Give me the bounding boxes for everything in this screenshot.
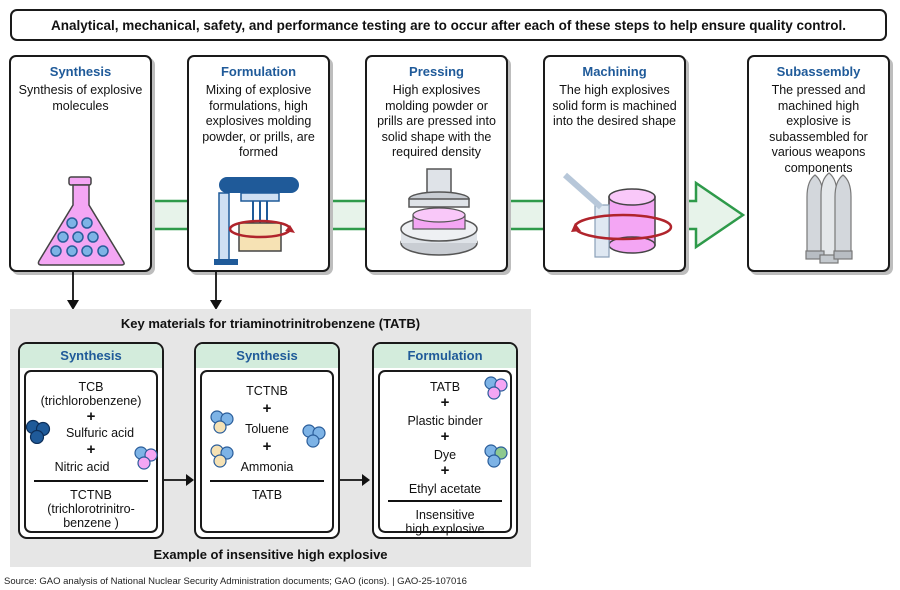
warheads-icon [805,172,853,264]
plus-sign: + [86,441,96,458]
step-description: High explosives molding powder or prills… [377,83,496,159]
plus-sign: + [262,400,272,417]
ingredient-dye: Dye [433,448,457,462]
tatb-card-formulation: Formulation TATB + Plastic binder + Dye … [372,342,518,539]
card-title: Formulation [374,344,516,368]
product-tctnb: TCTNB [70,488,112,502]
plus-sign: + [440,394,450,411]
right-arrow-icon [362,474,370,486]
molecule-icon [134,446,158,470]
step-description: The pressed and machined high explosive … [769,83,868,175]
card-arrows [164,474,370,486]
quality-control-banner: Analytical, mechanical, safety, and perf… [10,9,887,41]
reagent-ammonia: Ammonia [240,460,294,474]
ingredient-plastic-binder: Plastic binder [407,414,483,428]
result-divider [388,500,502,502]
step-formulation: Formulation Mixing of explosive formulat… [187,55,330,272]
down-arrow-formulation [210,300,222,310]
plus-sign: + [440,462,450,479]
reagent-tcb-note: (trichlorobenzene) [40,394,142,408]
right-arrow-icon [186,474,194,486]
step-subassembly: Subassembly The pressed and machined hig… [747,55,890,272]
ingredient-ethyl-acetate: Ethyl acetate [408,482,482,496]
step-pressing: Pressing High explosives molding powder … [365,55,508,272]
step-title: Formulation [220,64,297,79]
result-divider [34,480,148,482]
card-title: Synthesis [196,344,338,368]
step-title: Subassembly [776,64,861,79]
step-title: Machining [582,64,647,79]
molecule-icon [484,444,508,468]
product-high-explosive: high explosive [405,522,485,536]
tatb-card-synthesis-1: Synthesis TCB (trichlorobenzene) + Sulfu… [18,342,164,539]
reagent-nitric-acid: Nitric acid [54,460,110,474]
product-tctnb-note: (trichlorotrinitro- [47,502,135,516]
molecule-icon [210,410,234,434]
step-description: Mixing of explosive formulations, high e… [202,83,315,159]
reagent-tctnb: TCTNB [246,384,288,398]
step-description: The high explosives solid form is machin… [552,83,677,128]
reagent-tcb: TCB [78,380,104,394]
step-machining: Machining The high explosives solid form… [543,55,686,272]
card-title: Synthesis [20,344,162,368]
product-insensitive: Insensitive [415,508,475,522]
tatb-panel-title: Key materials for triaminotrinitrobenzen… [120,316,421,331]
result-divider [210,480,324,482]
tatb-panel-footer: Example of insensitive high explosive [153,547,388,562]
product-tatb: TATB [251,488,283,502]
lathe-icon [563,172,673,258]
molecule-icon [25,419,51,444]
plus-sign: + [440,428,450,445]
step-synthesis: Synthesis Synthesis of explosive molecul… [9,55,152,272]
down-arrow-synthesis [67,300,79,310]
reagent-sulfuric-acid: Sulfuric acid [65,426,135,440]
molecule-icon [210,444,234,468]
flask-icon [37,176,125,266]
step-title: Pressing [409,64,464,79]
press-icon [400,168,478,256]
product-tctnb-note-2: benzene ) [63,516,119,530]
plus-sign: + [86,408,96,425]
down-arrows [67,272,222,310]
molecule-icon [484,376,508,400]
step-title: Synthesis [49,64,112,79]
ingredient-tatb: TATB [429,380,461,394]
reagent-toluene: Toluene [245,422,289,436]
plus-sign: + [262,438,272,455]
source-note: Source: GAO analysis of National Nuclear… [4,576,467,587]
tatb-card-synthesis-2: Synthesis TCTNB + Toluene + Ammonia TATB [194,342,340,539]
mixer-icon [214,177,299,265]
step-description: Synthesis of explosive molecules [18,83,143,113]
molecule-icon [302,424,326,448]
